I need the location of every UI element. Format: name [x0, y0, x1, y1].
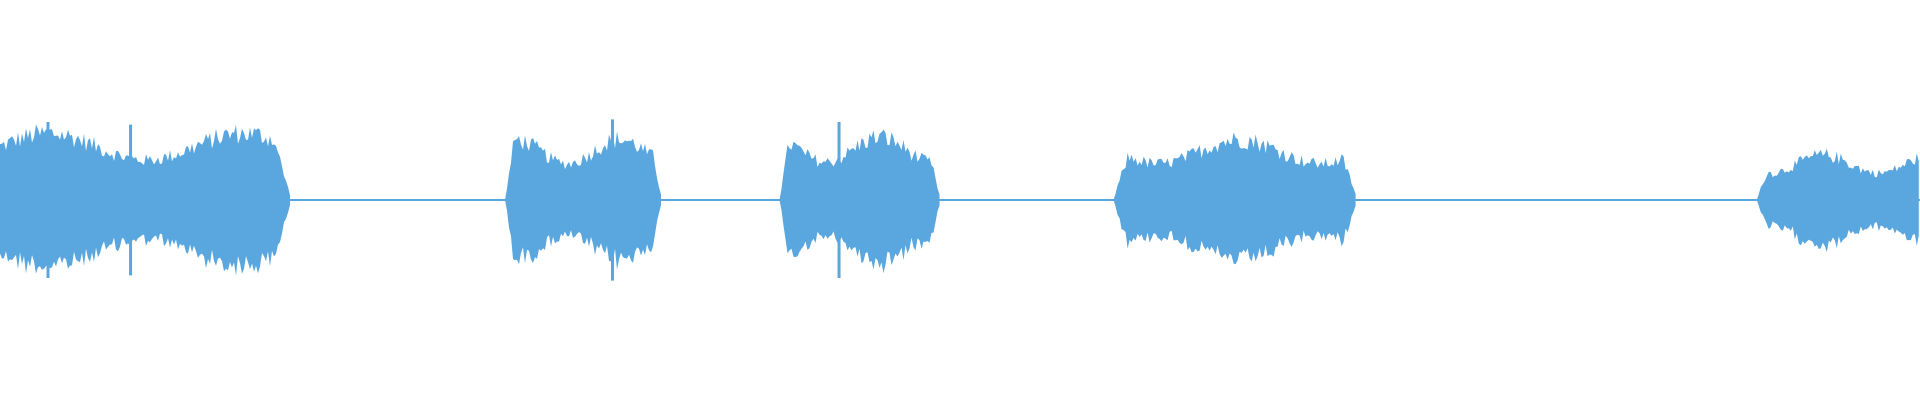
waveform-segments [0, 119, 1919, 281]
waveform-segment [1113, 132, 1356, 265]
waveform-segment [1756, 148, 1919, 253]
waveform-segment [505, 131, 661, 270]
waveform-segment [779, 129, 940, 274]
waveform-segment [0, 124, 290, 276]
